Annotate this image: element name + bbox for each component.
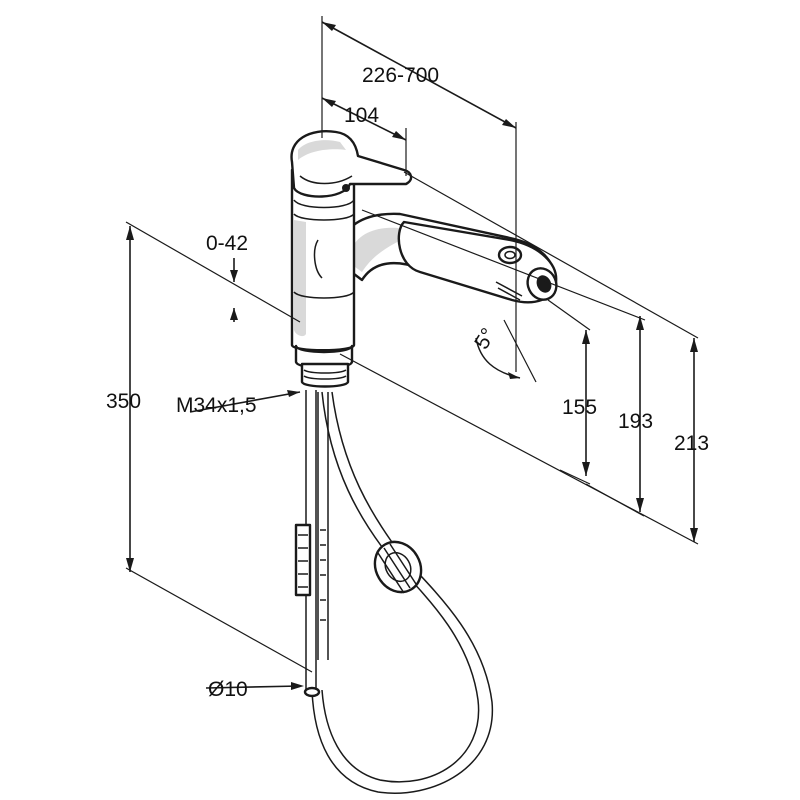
hose-diameter-label: Ø10 [208,678,248,701]
outlet-height-label: 155 [562,396,597,419]
spout-angle-label: 5° [470,324,500,353]
lever-offset-label: 104 [344,104,379,127]
top-height-label: 213 [674,432,709,455]
thread-label: M34x1,5 [176,394,257,417]
deck-thickness-label: 0-42 [206,232,248,255]
hose-weight [373,540,423,594]
pull-out-hose [311,391,493,794]
faucet-body [290,130,558,388]
supply-pipes [294,390,329,698]
total-height-label: 350 [106,390,141,413]
spout-height-label: 193 [618,410,653,433]
reach-range-label: 226-700 [362,64,439,87]
dimension-lines [125,16,699,690]
